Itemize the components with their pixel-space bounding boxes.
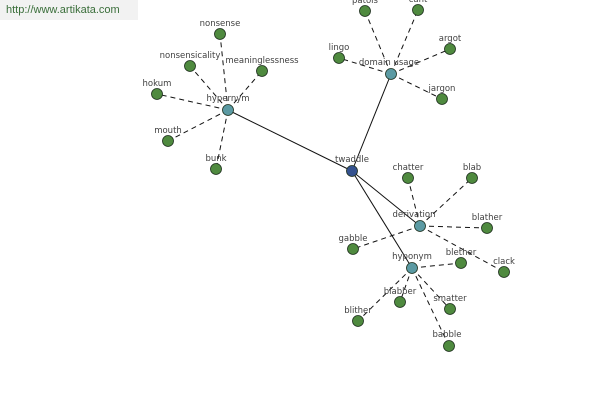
label-layer: twaddle hypernym domain usage derivation hyp… — [143, 0, 515, 340]
node-label-cant[interactable]: cant — [409, 0, 428, 5]
node-gabble[interactable] — [347, 243, 359, 255]
node-blab[interactable] — [466, 172, 478, 184]
edge-hyponym-smatter — [411, 267, 451, 310]
edge-hypernym-bunk — [215, 109, 229, 170]
edge-twaddle-derivation — [351, 170, 421, 227]
edge-derivation-blab — [419, 177, 473, 227]
node-babble[interactable] — [443, 340, 455, 352]
edge-derivation-blather_d — [419, 225, 488, 229]
node-bunk[interactable] — [210, 163, 222, 175]
node-label-jargon[interactable]: jargon — [428, 84, 456, 94]
node-argot[interactable] — [444, 43, 456, 55]
edge-derivation-clack — [419, 225, 505, 273]
node-label-clack[interactable]: clack — [493, 257, 515, 267]
edge-domain_usage-jargon — [390, 73, 443, 100]
node-twaddle[interactable] — [346, 165, 358, 177]
edge-twaddle-hypernym — [227, 109, 353, 172]
node-label-blather-d[interactable]: blather — [472, 213, 503, 223]
node-smatter[interactable] — [444, 303, 456, 315]
edge-twaddle-domain_usage — [351, 73, 392, 172]
node-label-hypernym[interactable]: hypernym — [206, 94, 249, 104]
node-blither[interactable] — [352, 315, 364, 327]
edge-hypernym-nonsense — [219, 33, 229, 111]
node-label-smatter[interactable]: smatter — [433, 294, 467, 304]
node-label-patois[interactable]: patois — [352, 0, 378, 6]
node-chatter-d[interactable] — [402, 172, 414, 184]
node-label-mouth[interactable]: mouth — [154, 126, 182, 136]
node-label-domain-usage[interactable]: domain usage — [359, 58, 419, 68]
node-layer — [151, 4, 510, 352]
node-jargon[interactable] — [436, 93, 448, 105]
node-label-meaninglessness[interactable]: meaninglessness — [225, 56, 299, 66]
source-url[interactable]: http://www.artikata.com — [0, 0, 138, 20]
node-label-bunk[interactable]: bunk — [205, 154, 226, 164]
node-nonsense[interactable] — [214, 28, 226, 40]
node-label-nonsense[interactable]: nonsense — [200, 19, 241, 29]
node-label-gabble[interactable]: gabble — [339, 234, 368, 244]
node-label-blether[interactable]: blether — [446, 248, 477, 258]
node-label-hokum[interactable]: hokum — [143, 79, 172, 89]
node-hyponym[interactable] — [406, 262, 418, 274]
edge-hyponym-blither — [357, 267, 413, 322]
edge-twaddle-hyponym — [351, 170, 413, 269]
node-label-argot[interactable]: argot — [439, 34, 462, 44]
node-lingo[interactable] — [333, 52, 345, 64]
node-derivation[interactable] — [414, 220, 426, 232]
node-cant[interactable] — [412, 4, 424, 16]
node-label-blabber[interactable]: blabber — [384, 287, 417, 297]
edge-domain_usage-lingo — [338, 57, 392, 75]
edge-domain_usage-patois — [364, 10, 392, 75]
node-label-blither[interactable]: blither — [344, 306, 372, 316]
edge-domain_usage-cant — [390, 9, 419, 75]
edge-hyponym-blether — [411, 262, 462, 269]
node-blether[interactable] — [455, 257, 467, 269]
edge-hypernym-nonsensicality — [189, 65, 229, 111]
node-hypernym[interactable] — [222, 104, 234, 116]
node-label-hyponym[interactable]: hyponym — [392, 252, 432, 262]
edge-derivation-gabble — [352, 225, 421, 250]
edge-hypernym-meaninglessness — [227, 70, 263, 111]
edge-hypernym-mouth — [167, 109, 229, 142]
node-label-derivation[interactable]: derivation — [392, 210, 435, 220]
edge-hyponym-blabber — [399, 267, 413, 303]
node-label-babble[interactable]: babble — [433, 330, 462, 340]
node-blather-d[interactable] — [481, 222, 493, 234]
node-mouth[interactable] — [162, 135, 174, 147]
node-blabber[interactable] — [394, 296, 406, 308]
node-label-chatter-d[interactable]: chatter — [393, 163, 424, 173]
edge-domain_usage-argot — [390, 48, 451, 75]
node-patois[interactable] — [359, 5, 371, 17]
node-clack[interactable] — [498, 266, 510, 278]
node-label-blab[interactable]: blab — [463, 163, 481, 173]
node-label-nonsensicality[interactable]: nonsensicality — [160, 51, 221, 61]
node-label-twaddle[interactable]: twaddle — [335, 155, 369, 165]
node-nonsensicality[interactable] — [184, 60, 196, 72]
node-meaninglessness[interactable] — [256, 65, 268, 77]
node-hokum[interactable] — [151, 88, 163, 100]
edge-hypernym-hokum — [156, 93, 229, 111]
node-label-lingo[interactable]: lingo — [329, 43, 350, 53]
edge-layer — [156, 9, 505, 347]
node-domain-usage[interactable] — [385, 68, 397, 80]
